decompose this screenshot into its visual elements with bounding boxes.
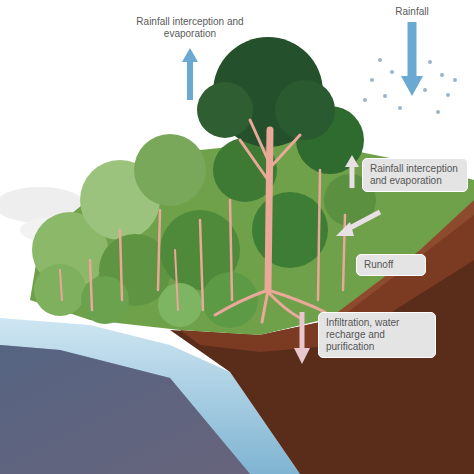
flow-label: Rainfall [382, 6, 442, 18]
callout-text: Infiltration, water recharge and purific… [326, 317, 428, 353]
callout-box: Infiltration, water recharge and purific… [318, 312, 436, 358]
callout-box: Runoff [356, 254, 426, 276]
callout-text: Runoff [364, 259, 418, 271]
flow-label: Rainfall interception and evaporation [130, 16, 250, 40]
callout-box: Rainfall interception and evaporation [362, 158, 468, 192]
callout-text: Rainfall interception and evaporation [370, 163, 460, 187]
